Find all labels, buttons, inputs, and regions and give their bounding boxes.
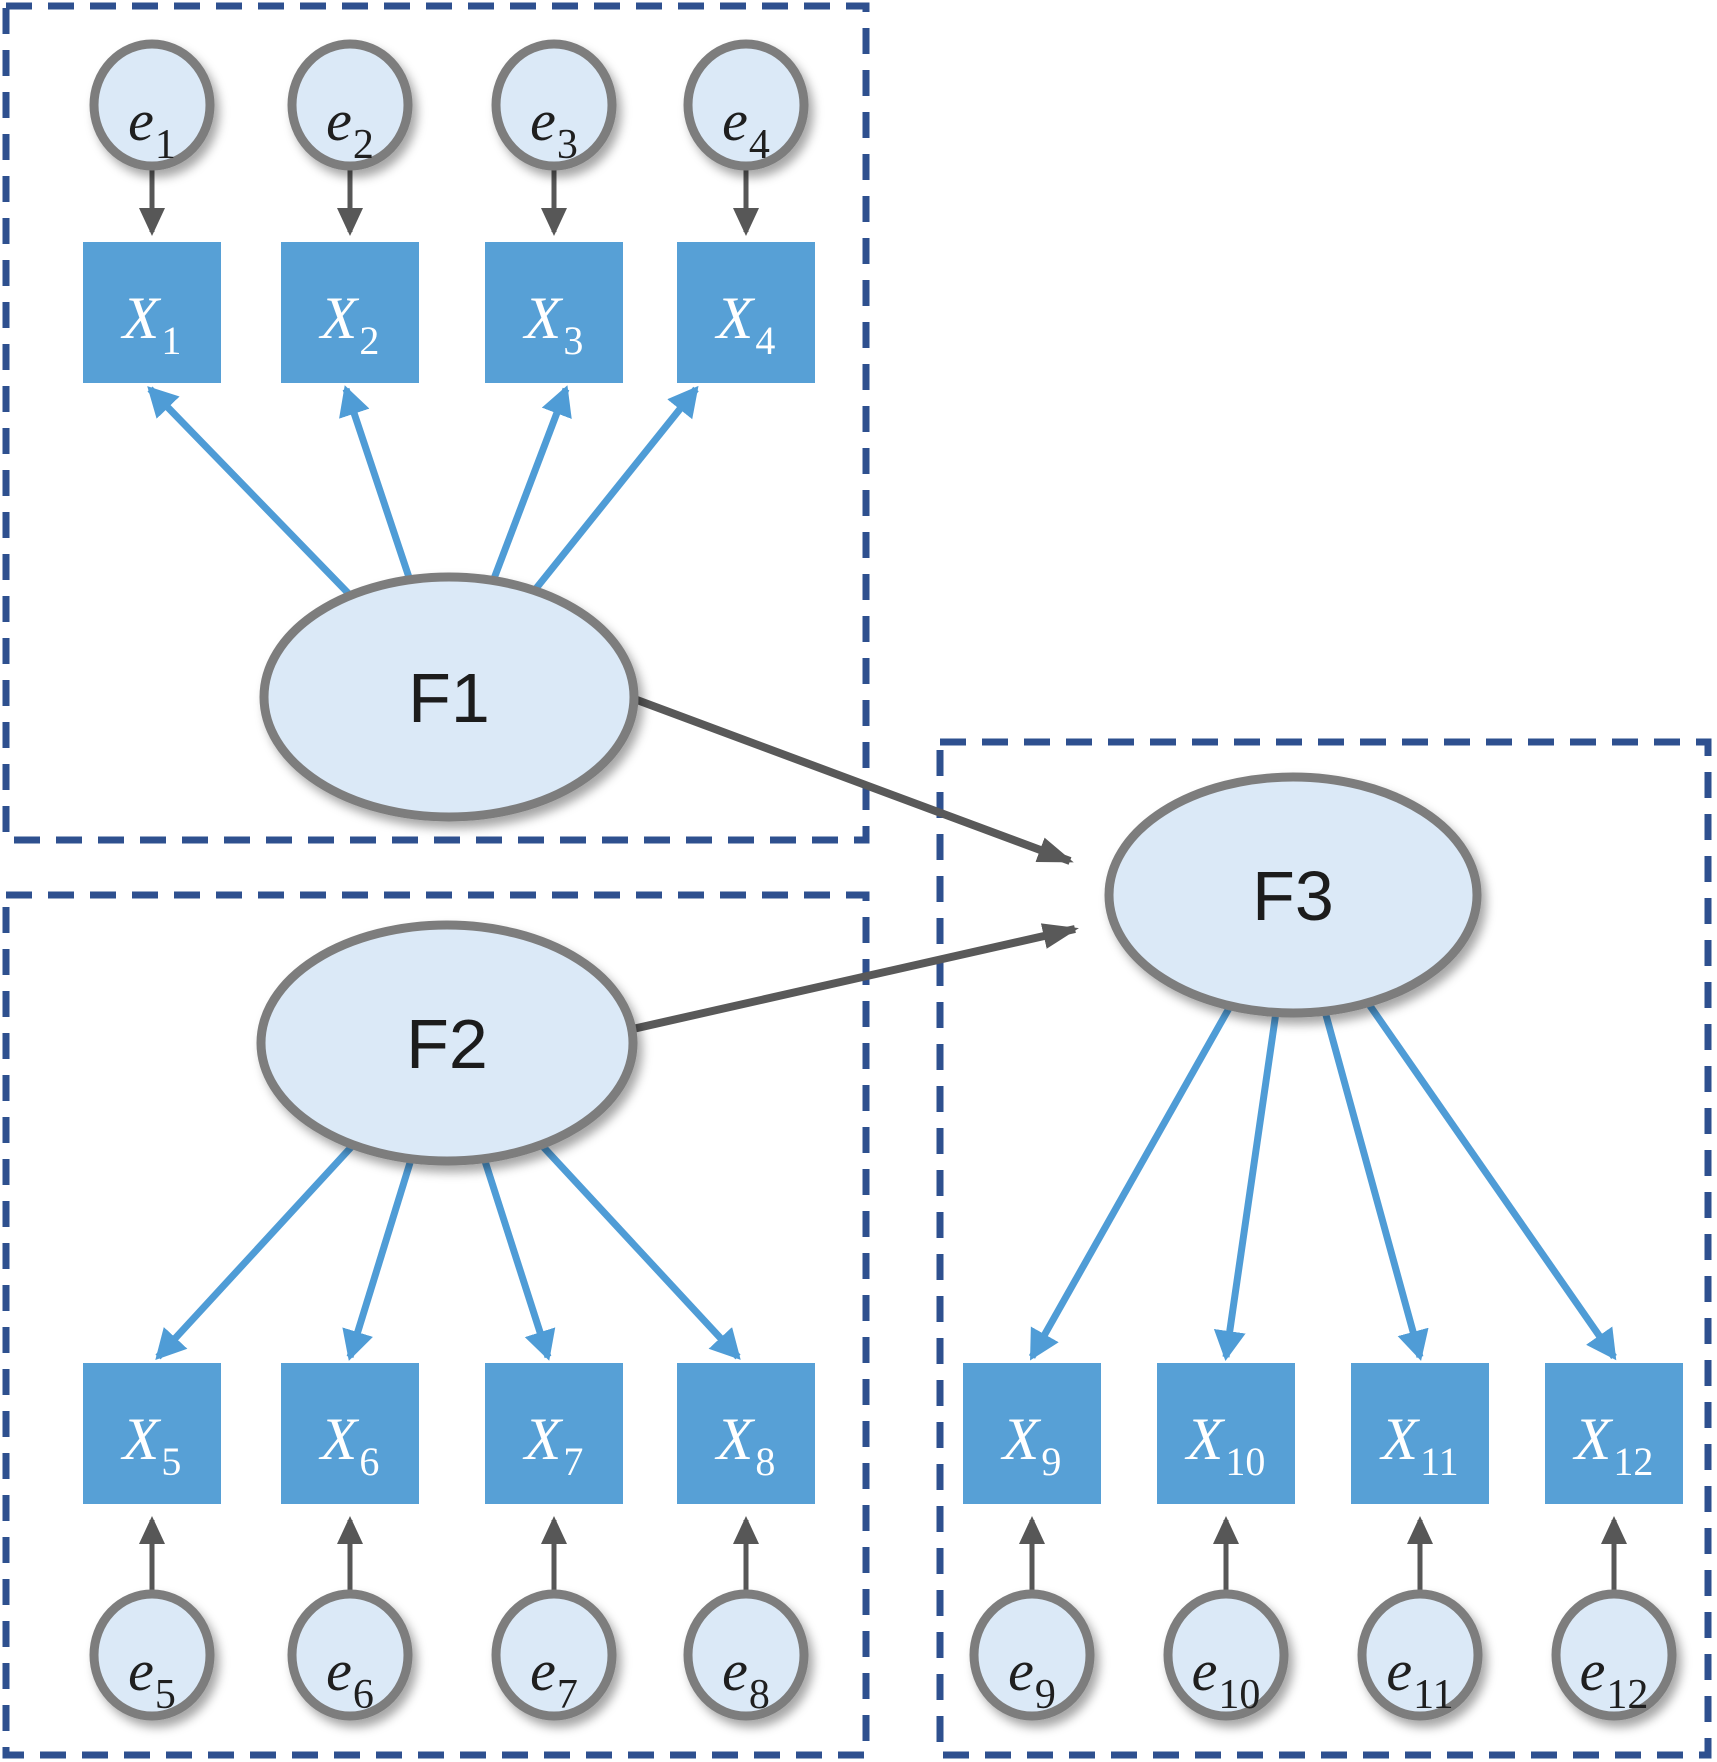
error-e11-label: e11 <box>1386 1638 1453 1718</box>
factor-f2-label: F2 <box>406 1005 488 1083</box>
indicator-x3-label: X3 <box>523 285 584 363</box>
error-e3 <box>491 39 617 171</box>
error-e7 <box>491 1589 617 1721</box>
factor-f1 <box>259 572 639 822</box>
factor-f2 <box>256 920 638 1166</box>
error-e10 <box>1163 1589 1289 1721</box>
indicator-x1-label: X1 <box>121 285 182 363</box>
error-e12-label: e12 <box>1580 1638 1649 1718</box>
indicator-x11-label: X11 <box>1379 1406 1458 1484</box>
structural-arrow-f1-f3 <box>608 686 1074 865</box>
factor3-group-box <box>936 738 1712 1759</box>
error-e6 <box>287 1589 413 1721</box>
error-e8 <box>683 1589 809 1721</box>
error-e2 <box>287 39 413 171</box>
indicator-x10-label: X10 <box>1185 1406 1266 1484</box>
error-e4 <box>683 39 809 171</box>
indicator-x6-label: X6 <box>319 1406 380 1484</box>
error-e12 <box>1551 1589 1677 1721</box>
structural-arrow-f2-f3 <box>614 923 1079 1037</box>
factor1-group-box <box>2 2 870 844</box>
indicator-x3 <box>485 242 623 383</box>
factor-f3-label: F3 <box>1252 857 1334 935</box>
error-e10-label: e10 <box>1192 1638 1261 1718</box>
indicator-x7-label: X7 <box>523 1406 584 1484</box>
error-e2-label: e2 <box>326 88 374 168</box>
error-e11 <box>1357 1589 1483 1721</box>
indicator-x2 <box>281 242 419 383</box>
indicator-x8 <box>677 1363 815 1504</box>
error-e1 <box>89 39 215 171</box>
factor2-group-box <box>2 891 870 1759</box>
indicator-x9-label: X9 <box>1001 1406 1062 1484</box>
error-e1-label: e1 <box>128 88 176 168</box>
indicator-x12 <box>1545 1363 1683 1504</box>
indicator-x7 <box>485 1363 623 1504</box>
indicator-x12-label: X12 <box>1573 1406 1654 1484</box>
error-e8-label: e8 <box>722 1638 770 1718</box>
indicator-x2-label: X2 <box>319 285 380 363</box>
indicator-x4 <box>677 242 815 383</box>
factor-f1-label: F1 <box>408 659 490 737</box>
error-e5-label: e5 <box>128 1638 176 1718</box>
indicator-x1 <box>83 242 221 383</box>
error-e7-label: e7 <box>530 1638 578 1718</box>
error-e4-label: e4 <box>722 88 770 168</box>
indicator-x5-label: X5 <box>121 1406 182 1484</box>
indicator-x9 <box>963 1363 1101 1504</box>
indicator-x11 <box>1351 1363 1489 1504</box>
indicator-x8-label: X8 <box>715 1406 776 1484</box>
indicator-x4-label: X4 <box>715 285 776 363</box>
indicator-x10 <box>1157 1363 1295 1504</box>
error-e9-label: e9 <box>1008 1638 1056 1718</box>
indicator-x6 <box>281 1363 419 1504</box>
error-e5 <box>89 1589 215 1721</box>
error-e3-label: e3 <box>530 88 578 168</box>
error-e9 <box>969 1589 1095 1721</box>
error-e6-label: e6 <box>326 1638 374 1718</box>
factor-f3 <box>1104 772 1482 1018</box>
indicator-x5 <box>83 1363 221 1504</box>
